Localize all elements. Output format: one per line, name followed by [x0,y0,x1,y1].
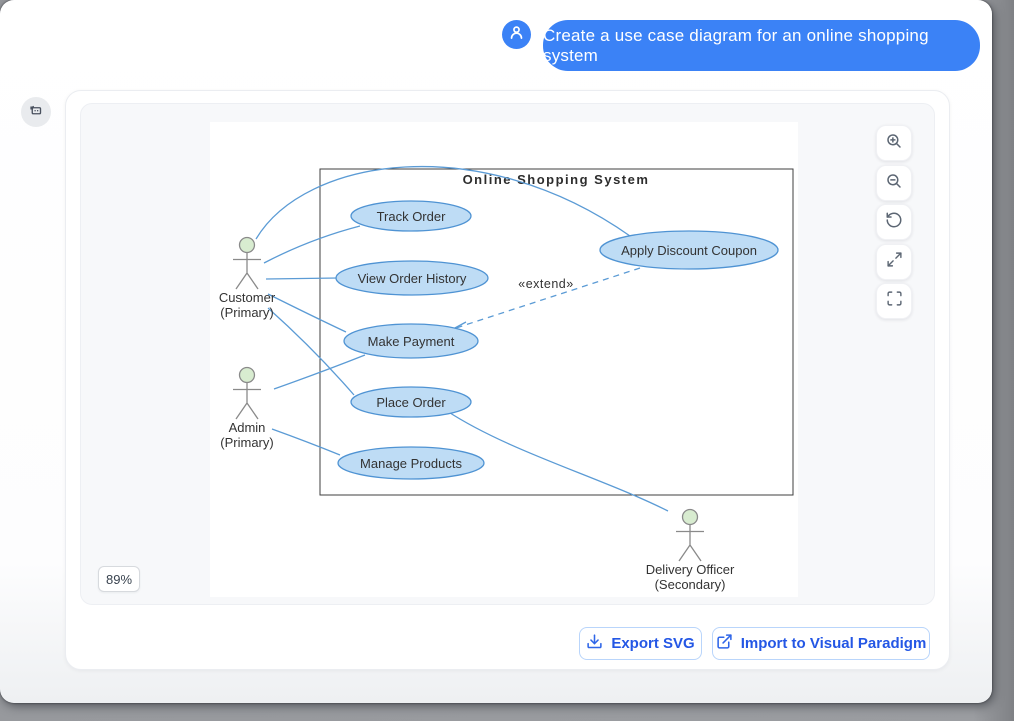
zoom-out-icon [885,172,903,195]
svg-text:Customer: Customer [219,290,276,305]
user-message-bubble: Create a use case diagram for an online … [543,20,980,71]
export-svg-button[interactable]: Export SVG [579,627,702,660]
zoom-level-badge: 89% [98,566,140,592]
extend-stereotype-label: «extend» [518,277,573,291]
svg-text:(Secondary): (Secondary) [655,577,726,592]
svg-text:Delivery Officer: Delivery Officer [646,562,735,577]
edge-admin-manage-products [271,428,341,456]
use-case-diagram: Online Shopping System «extend» [210,122,798,597]
reset-view-button[interactable] [876,204,912,240]
download-icon [586,633,603,654]
actor-figures [233,236,704,562]
association-lines [255,165,669,512]
svg-text:View Order History: View Order History [358,271,467,286]
use-case-place-order [350,386,472,418]
user-avatar [502,20,531,49]
svg-text:(Primary): (Primary) [220,305,273,320]
svg-text:Admin: Admin [229,420,266,435]
import-visual-paradigm-button[interactable]: Import to Visual Paradigm [712,627,930,660]
edge-admin-make-payment [273,354,366,390]
use-case-make-payment [343,323,479,359]
svg-text:Apply Discount Coupon: Apply Discount Coupon [621,243,757,258]
actor-customer [233,236,261,290]
rotate-ccw-icon [885,211,903,234]
use-case-apply-discount-coupon [599,230,779,270]
svg-text:(Primary): (Primary) [220,435,273,450]
fit-view-button[interactable] [876,244,912,280]
svg-text:Place Order: Place Order [376,395,446,410]
zoom-out-button[interactable] [876,165,912,201]
use-case-nodes [335,200,779,480]
edge-customer-view-order-history [265,277,339,280]
edge-place-order-delivery-officer [446,410,669,512]
app-page: Create a use case diagram for an online … [0,0,992,703]
robot-icon [27,101,45,124]
use-case-view-order-history [335,260,489,296]
svg-text:Track Order: Track Order [377,209,447,224]
fullscreen-brackets-icon [886,290,903,312]
svg-text:Manage Products: Manage Products [360,456,462,471]
svg-text:Make Payment: Make Payment [368,334,455,349]
user-message-text: Create a use case diagram for an online … [543,25,929,65]
diagram-svg: Online Shopping System «extend» [219,165,794,592]
zoom-in-icon [885,132,903,155]
system-boundary-title: Online Shopping System [463,172,650,187]
zoom-level-text: 89% [105,571,133,587]
use-case-manage-products [337,446,485,480]
edge-customer-make-payment [267,293,347,333]
actor-labels: Customer (Primary) Admin (Primary) Deliv… [219,290,735,592]
import-visual-paradigm-label: Import to Visual Paradigm [740,635,927,652]
use-case-labels: Track Order View Order History Apply Dis… [358,209,757,471]
edge-customer-track-order [263,225,361,264]
use-case-track-order [350,200,472,232]
actor-admin [233,366,261,420]
edge-customer-apply-discount-coupon [255,165,631,240]
export-svg-label: Export SVG [611,635,695,652]
fullscreen-button[interactable] [876,283,912,319]
user-icon [508,24,525,46]
zoom-in-button[interactable] [876,125,912,161]
bot-avatar [21,97,51,127]
expand-arrows-icon [886,251,903,273]
actor-delivery-officer [676,508,704,562]
external-link-icon [716,633,733,654]
edge-customer-place-order [267,307,355,396]
